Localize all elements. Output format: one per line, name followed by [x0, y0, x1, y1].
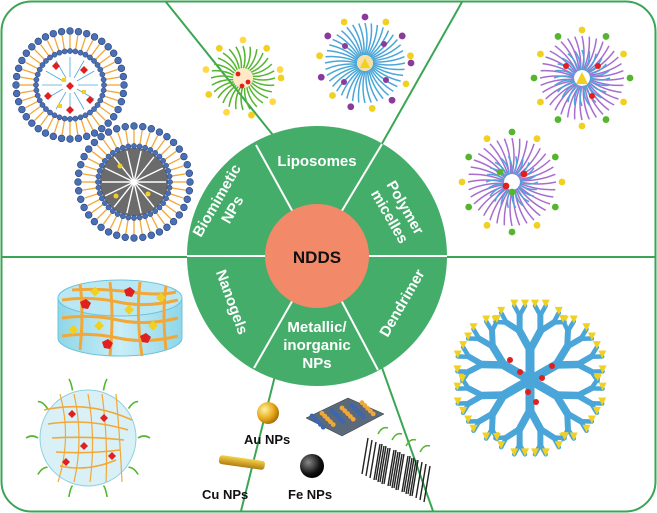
polymer-micelle-illustration-bottom	[458, 128, 566, 236]
graphene-sheet	[305, 397, 385, 437]
nanogel-cylinder	[57, 279, 183, 357]
central-ring: NDDS Liposomes Polymer micelles Dendrime…	[187, 126, 447, 386]
divider-top-right	[370, 1, 463, 164]
gold-nanoparticle	[257, 402, 279, 424]
cu-nps-label: Cu NPs	[202, 487, 248, 502]
divider-top-left	[165, 1, 294, 161]
segment-label-liposomes: Liposomes	[277, 153, 356, 170]
center-label: NDDS	[293, 248, 341, 267]
dendrimer-illustration	[453, 299, 607, 457]
ring-dividers	[187, 143, 447, 371]
nanogel-sphere	[25, 378, 151, 498]
iron-nanoparticle	[300, 454, 324, 478]
fe-nps-label: Fe NPs	[288, 487, 332, 502]
segment-label-metallic: Metallic/	[287, 319, 347, 336]
liposome-illustration	[12, 27, 128, 143]
biomimetic-liposome-illustration	[74, 122, 194, 242]
carbon-nanotubes	[361, 426, 431, 503]
au-nps-label: Au NPs	[244, 432, 290, 447]
ndds-core	[265, 204, 369, 308]
copper-nanorod	[218, 455, 265, 470]
segment-label-inorganic: inorganic	[283, 337, 351, 354]
polymer-micelle-illustration-top	[530, 26, 634, 130]
micelle-illustration-blue	[316, 13, 415, 112]
metallic-nanoparticles	[218, 397, 431, 503]
micelle-illustration-small	[202, 36, 285, 119]
segment-label-nps: NPs	[302, 355, 331, 372]
